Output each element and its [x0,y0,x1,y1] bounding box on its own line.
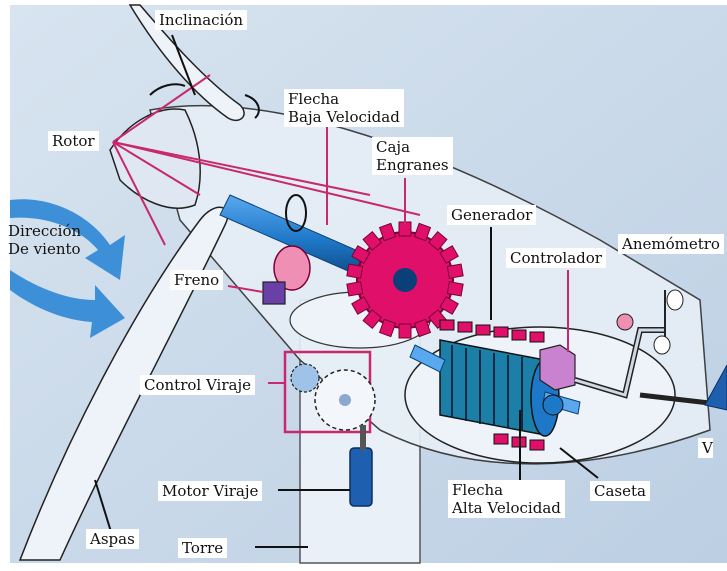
label-motor-viraje: Motor Viraje [158,481,262,501]
anemometer-cup-front [654,336,670,354]
label-controlador: Controlador [506,248,606,268]
label-flecha-alta-line2: Alta Velocidad [452,499,561,517]
label-caja-engranes: Caja Engranes [372,137,453,175]
label-caja-line1: Caja [376,138,449,156]
label-veleta-partial: V [698,438,713,458]
label-freno: Freno [170,270,223,290]
yaw-pinion [291,364,319,392]
shaft-coupling [543,395,563,415]
yaw-motor [350,448,372,506]
label-torre: Torre [178,538,227,558]
label-direccion-line2: De viento [8,240,81,258]
label-flecha-alta-line1: Flecha [452,481,561,499]
label-direccion-line1: Dirección [8,222,81,240]
anemometer-cup-right [667,290,683,310]
label-caja-line2: Engranes [376,156,449,174]
label-rotor: Rotor [48,131,99,151]
label-aspas: Aspas [86,529,139,549]
controller-box [540,345,575,390]
label-control-viraje: Control Viraje [140,375,255,395]
label-flecha-baja-line1: Flecha [288,90,400,108]
label-generador: Generador [447,205,536,225]
yaw-gear-hub [339,394,351,406]
label-caseta: Caseta [590,481,650,501]
yaw-motor-shaft [360,425,366,450]
label-direccion-viento: Dirección De viento [8,222,81,258]
brake-caliper [263,282,285,304]
label-inclinacion: Inclinación [155,10,247,30]
label-flecha-baja: Flecha Baja Velocidad [284,89,404,127]
label-flecha-baja-line2: Baja Velocidad [288,108,400,126]
anemometer-cup-left [617,314,633,330]
label-anemometro: Anemómetro [618,234,724,254]
label-flecha-alta: Flecha Alta Velocidad [448,480,565,518]
